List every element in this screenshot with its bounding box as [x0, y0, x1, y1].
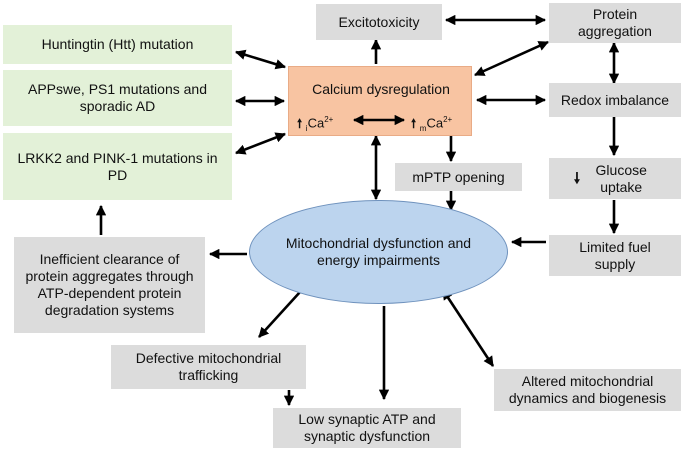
defective-trafficking-box: Defective mitochondrial trafficking [111, 345, 306, 389]
calcium-dysregulation-box: Calcium dysregulation 🠕 iCa2+ 🠕 mCa2+ [288, 66, 472, 136]
arrow-mito-trafficking [258, 291, 301, 338]
lrrk2-mutation-label: LRKK2 and PINK-1 mutations in PD [17, 149, 218, 183]
arrow-htt-calcium [235, 49, 286, 70]
htt-mutation-box: Huntingtin (Htt) mutation [3, 25, 232, 64]
arrow-mito-dynamics [441, 289, 495, 367]
glucose-uptake-box: 🠗 Glucose uptake [549, 158, 681, 199]
glucose-uptake-label: Glucose uptake [595, 161, 647, 195]
cytosolic-calcium: 🠕 iCa2+ [297, 111, 333, 137]
redox-imbalance-label: Redox imbalance [560, 91, 670, 108]
ca-i-sup: 2+ [324, 115, 334, 124]
arrow-lrrk2-calcium [235, 132, 286, 155]
down-arrow-icon: 🠗 [573, 170, 581, 187]
lrrk2-mutation-box: LRKK2 and PINK-1 mutations in PD [3, 133, 232, 200]
inefficient-clearance-box: Inefficient clearance of protein aggrega… [14, 237, 205, 333]
excitotoxicity-box: Excitotoxicity [316, 4, 442, 40]
inefficient-clearance-label: Inefficient clearance of protein aggrega… [25, 251, 194, 318]
limited-fuel-box: Limited fuel supply [549, 235, 681, 276]
defective-trafficking-label: Defective mitochondrial trafficking [135, 350, 282, 383]
ca-m-base: Ca [426, 115, 444, 131]
ca-i-sub: i [305, 123, 308, 133]
altered-dynamics-label: Altered mitochondrial dynamics and bioge… [508, 373, 667, 406]
mptp-opening-label: mPTP opening [412, 168, 505, 185]
arrow-calcium-protein [474, 40, 549, 77]
low-synaptic-atp-label: Low synaptic ATP and synaptic dysfunctio… [298, 411, 436, 444]
ca-m-sup: 2+ [443, 115, 453, 124]
redox-imbalance-box: Redox imbalance [549, 83, 681, 117]
low-synaptic-atp-box: Low synaptic ATP and synaptic dysfunctio… [273, 408, 461, 448]
calcium-dysregulation-label: Calcium dysregulation [312, 81, 450, 97]
mitochondrial-dysfunction-label: Mitochondrial dysfunction and energy imp… [285, 235, 472, 268]
ca-i-base: Ca [307, 115, 325, 131]
protein-aggregation-label: Protein aggregation [578, 6, 652, 39]
mitochondrial-dysfunction-ellipse: Mitochondrial dysfunction and energy imp… [249, 200, 508, 304]
app-mutation-box: APPswe, PS1 mutations and sporadic AD [3, 70, 232, 126]
ca-m-sub: m [419, 123, 427, 133]
mitochondrial-calcium: 🠕 mCa2+ [411, 111, 452, 137]
mptp-opening-box: mPTP opening [395, 163, 522, 191]
app-mutation-label: APPswe, PS1 mutations and sporadic AD [28, 81, 207, 114]
altered-dynamics-box: Altered mitochondrial dynamics and bioge… [494, 369, 681, 411]
htt-mutation-label: Huntingtin (Htt) mutation [41, 36, 194, 52]
calcium-double-arrow [352, 114, 406, 126]
protein-aggregation-box: Protein aggregation [549, 3, 681, 43]
excitotoxicity-label: Excitotoxicity [338, 13, 420, 30]
up-arrow-icon: 🠕 [297, 116, 303, 131]
up-arrow-icon: 🠕 [411, 116, 417, 131]
limited-fuel-label: Limited fuel supply [579, 238, 651, 272]
